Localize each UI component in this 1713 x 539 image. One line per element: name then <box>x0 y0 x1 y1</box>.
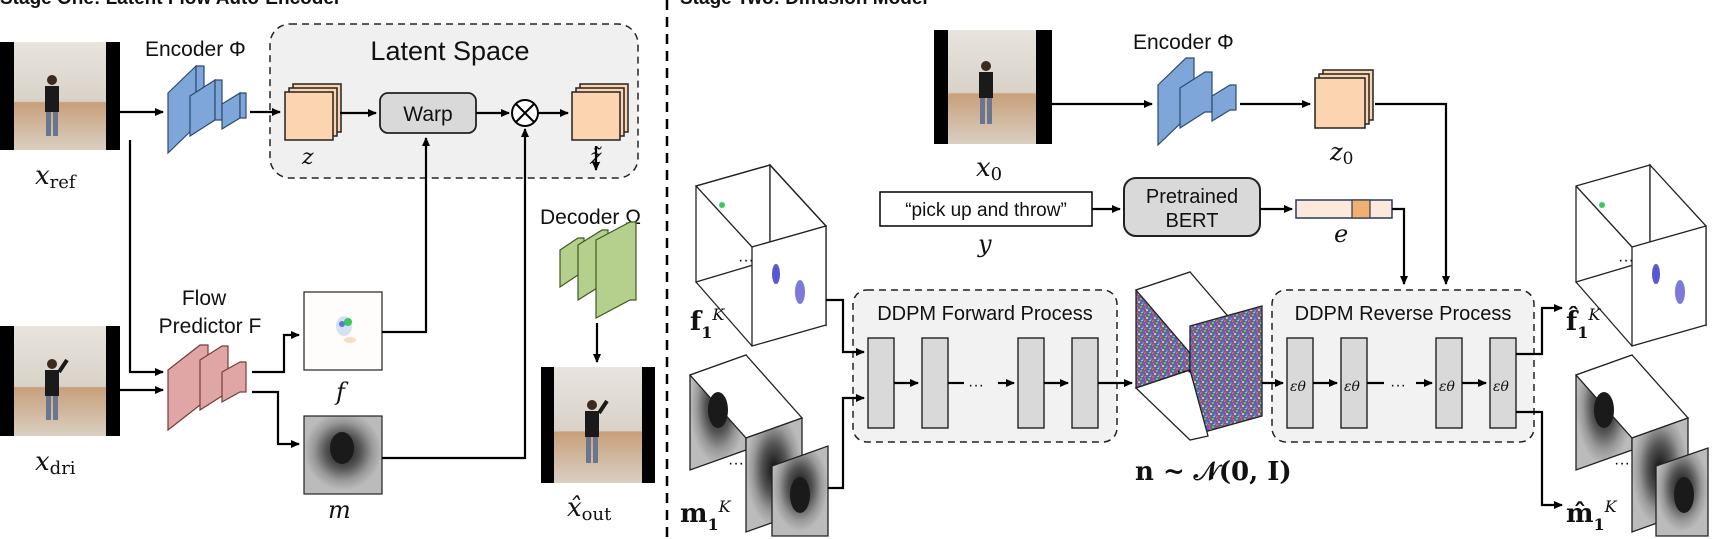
x-out-image <box>541 367 655 483</box>
x0-label: x0 <box>976 153 1002 185</box>
text-prompt-box <box>879 191 1093 227</box>
x0-image <box>934 30 1052 144</box>
z0-latent-cube <box>1314 69 1374 129</box>
svg-text:εθ: εθ <box>1439 379 1456 395</box>
noise-label: n ~ 𝒩(0, I) <box>1135 457 1292 487</box>
encoder2-label: Encoder Φ <box>1133 31 1234 54</box>
ddpm-reverse-box <box>1271 289 1535 443</box>
encoder-label: Encoder Φ <box>145 38 246 61</box>
decoder-block <box>559 221 637 319</box>
epsilon-labels: εθ εθ εθ εθ <box>1290 379 1510 395</box>
stage-two-title: Stage Two: Diffusion Model <box>680 0 928 9</box>
x-ref-image <box>0 42 120 150</box>
flow-predictor-label-line2: Predictor F <box>159 315 262 338</box>
svg-text:εθ: εθ <box>1344 379 1361 395</box>
flow-predictor-label-line1: Flow <box>182 287 227 310</box>
forward-dots: ··· <box>968 377 984 394</box>
bert-label-line2: BERT <box>1166 210 1219 232</box>
reverse-steps <box>1286 337 1517 429</box>
e-label: e <box>1334 220 1348 248</box>
m1k-label: m1K <box>680 497 732 534</box>
encoder2-block <box>1157 57 1237 147</box>
x-dri-image <box>0 326 120 436</box>
z-latent-cube <box>284 83 342 141</box>
m-label: m <box>328 496 351 524</box>
svg-text:εθ: εθ <box>1493 379 1510 395</box>
stage1-arrows <box>120 108 601 460</box>
svg-text:···: ··· <box>1176 363 1192 380</box>
svg-text:εθ: εθ <box>1290 379 1307 395</box>
decoder-label: Decoder Ω <box>540 206 641 229</box>
f1k-volume: ··· <box>694 163 828 347</box>
latent-space-label: Latent Space <box>370 36 529 66</box>
bert-box <box>1123 177 1261 237</box>
f1k-hat-label: f̂1K <box>1566 305 1601 342</box>
noise-volume: ··· <box>1134 271 1264 441</box>
m1k-hat-volume: ··· <box>1574 354 1709 537</box>
text-prompt: “pick up and throw” <box>905 200 1067 221</box>
x-ref-label: xref <box>35 161 77 193</box>
stage2-arrows <box>826 100 1563 509</box>
ddpm-forward-box <box>852 289 1118 443</box>
svg-text:···: ··· <box>1618 252 1634 269</box>
z-label: z <box>301 145 314 170</box>
f1k-label: f1K <box>690 305 725 342</box>
bert-label-line1: Pretrained <box>1146 186 1238 208</box>
f-label: f <box>334 378 349 406</box>
flow-predictor-block <box>167 344 247 432</box>
z-tilde-latent-cube <box>571 83 629 141</box>
svg-text:···: ··· <box>738 252 754 269</box>
y-label: y <box>977 230 992 258</box>
svg-text:···: ··· <box>728 455 744 472</box>
z0-label: z0 <box>1329 138 1353 169</box>
f1k-hat-volume: ··· <box>1575 163 1707 347</box>
m1k-hat-label: m̂1K <box>1566 497 1618 534</box>
warp-label: Warp <box>403 103 452 126</box>
ddpm-reverse-label: DDPM Reverse Process <box>1295 303 1512 325</box>
reverse-dots: ··· <box>1390 377 1406 394</box>
e-embedding-bar <box>1295 199 1393 219</box>
multiply-operator-icon <box>511 99 539 127</box>
stage-one-title: Stage One: Latent Flow Auto-Encoder <box>0 0 342 9</box>
x-dri-label: xdri <box>35 447 76 479</box>
flow-f-image <box>303 291 383 371</box>
mask-m-image <box>303 415 383 495</box>
m1k-volume: ··· <box>688 354 829 537</box>
svg-text:···: ··· <box>1614 455 1630 472</box>
encoder-block <box>167 64 247 155</box>
ddpm-forward-label: DDPM Forward Process <box>877 303 1093 325</box>
x-out-label: x̂out <box>567 493 612 525</box>
